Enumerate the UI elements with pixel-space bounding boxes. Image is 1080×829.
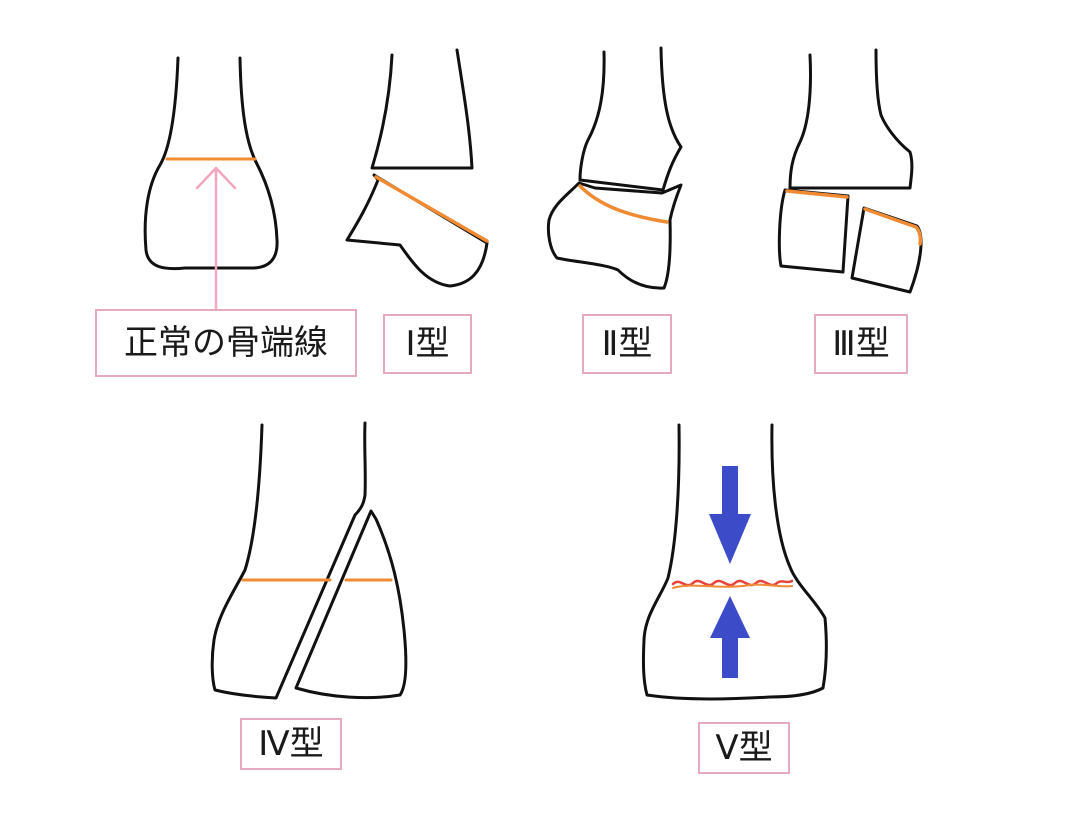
- type2-bone: [546, 46, 683, 290]
- normal-pointer-arrow: [195, 166, 237, 310]
- type3-growth-plate-right: [863, 207, 923, 246]
- label-type5-text: Ⅴ型: [715, 728, 773, 768]
- type3-growth-plate-left: [785, 189, 849, 199]
- type5-crush-line: [671, 579, 794, 587]
- label-type3: Ⅲ型: [814, 314, 908, 374]
- type1-bone: [345, 48, 489, 288]
- type3-bone: [777, 48, 923, 294]
- type1-growth-plate: [374, 175, 489, 243]
- label-type4-text: Ⅳ型: [258, 724, 324, 764]
- normal-bone: [143, 56, 279, 310]
- label-type1: Ⅰ型: [383, 314, 472, 374]
- label-type3-text: Ⅲ型: [832, 324, 890, 364]
- compression-arrow-up-icon: [710, 596, 750, 678]
- label-type2-text: Ⅱ型: [601, 324, 653, 364]
- type4-bone: [210, 421, 408, 700]
- label-normal-growth-plate: 正常の骨端線: [95, 309, 357, 377]
- label-type1-text: Ⅰ型: [405, 324, 450, 364]
- label-normal-text: 正常の骨端線: [124, 323, 328, 363]
- type2-growth-plate: [578, 184, 669, 224]
- type5-bone: [641, 423, 828, 701]
- compression-arrow-down-icon: [709, 466, 751, 564]
- label-type2: Ⅱ型: [582, 314, 672, 374]
- label-type5: Ⅴ型: [698, 722, 790, 774]
- label-type4: Ⅳ型: [240, 718, 342, 770]
